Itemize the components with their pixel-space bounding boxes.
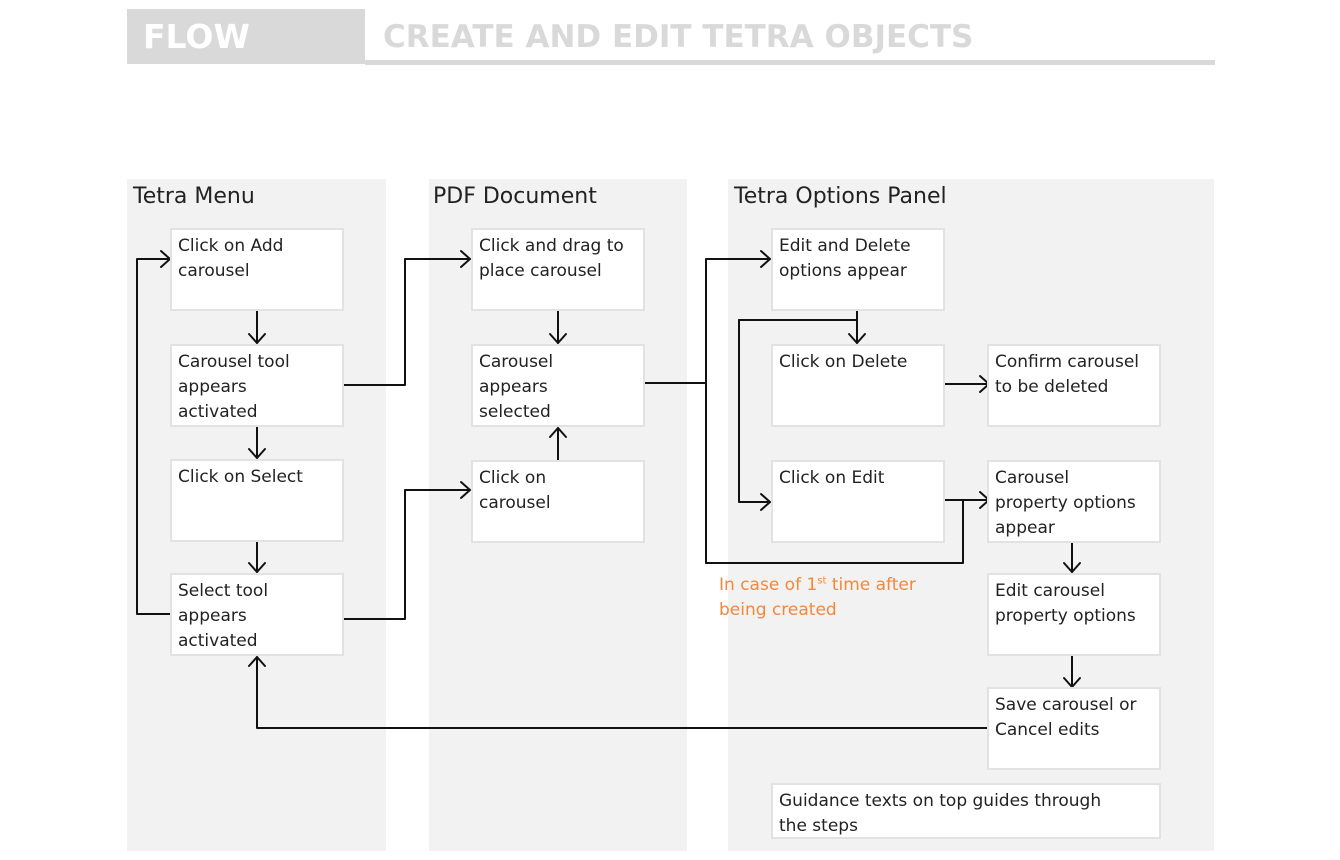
node-edit-delete-options: Edit and Delete options appear <box>771 228 945 311</box>
node-guidance-texts: Guidance texts on top guides through the… <box>771 783 1161 839</box>
node-confirm-delete: Confirm carousel to be deleted <box>987 344 1161 427</box>
arrow-tool-to-drag-place <box>343 258 471 386</box>
node-property-options-appear: Carousel property options appear <box>987 460 1161 543</box>
node-click-carousel: Click on carousel <box>471 460 645 543</box>
first-time-note-prefix: In case of 1 <box>719 575 818 595</box>
node-save-or-cancel: Save carousel or Cancel edits <box>987 687 1161 770</box>
first-time-note: In case of 1st time after being created <box>719 573 959 623</box>
arrow-options-to-click-edit <box>738 319 771 503</box>
node-click-delete: Click on Delete <box>771 344 945 427</box>
arrow-save-back-to-select-activated <box>256 656 990 729</box>
lane-title-tetra-menu: Tetra Menu <box>133 184 255 209</box>
flow-header-tag: FLOW <box>127 9 365 64</box>
first-time-note-superscript: st <box>817 575 827 587</box>
arrow-loop-back-to-add <box>136 258 171 615</box>
first-time-note-suffix: time after being created <box>719 575 916 620</box>
node-carousel-selected: Carousel appears selected <box>471 344 645 427</box>
node-click-edit: Click on Edit <box>771 460 945 543</box>
page-title: CREATE AND EDIT TETRA OBJECTS <box>383 19 974 55</box>
lane-title-tetra-options-panel: Tetra Options Panel <box>734 184 947 209</box>
node-drag-place-carousel: Click and drag to place carousel <box>471 228 645 311</box>
node-edit-property-options: Edit carousel property options <box>987 573 1161 656</box>
header-divider <box>365 60 1215 65</box>
arrow-select-to-click-carousel <box>343 489 471 620</box>
node-select-tool-activated: Select tool appears activated <box>170 573 344 656</box>
node-carousel-tool-activated: Carousel tool appears activated <box>170 344 344 427</box>
lane-title-pdf-document: PDF Document <box>433 184 597 209</box>
arrow-first-time-to-properties <box>705 499 964 564</box>
arrow-branch-to-edit-delete <box>705 258 771 564</box>
node-click-select: Click on Select <box>170 459 344 542</box>
node-add-carousel: Click on Add carousel <box>170 228 344 311</box>
